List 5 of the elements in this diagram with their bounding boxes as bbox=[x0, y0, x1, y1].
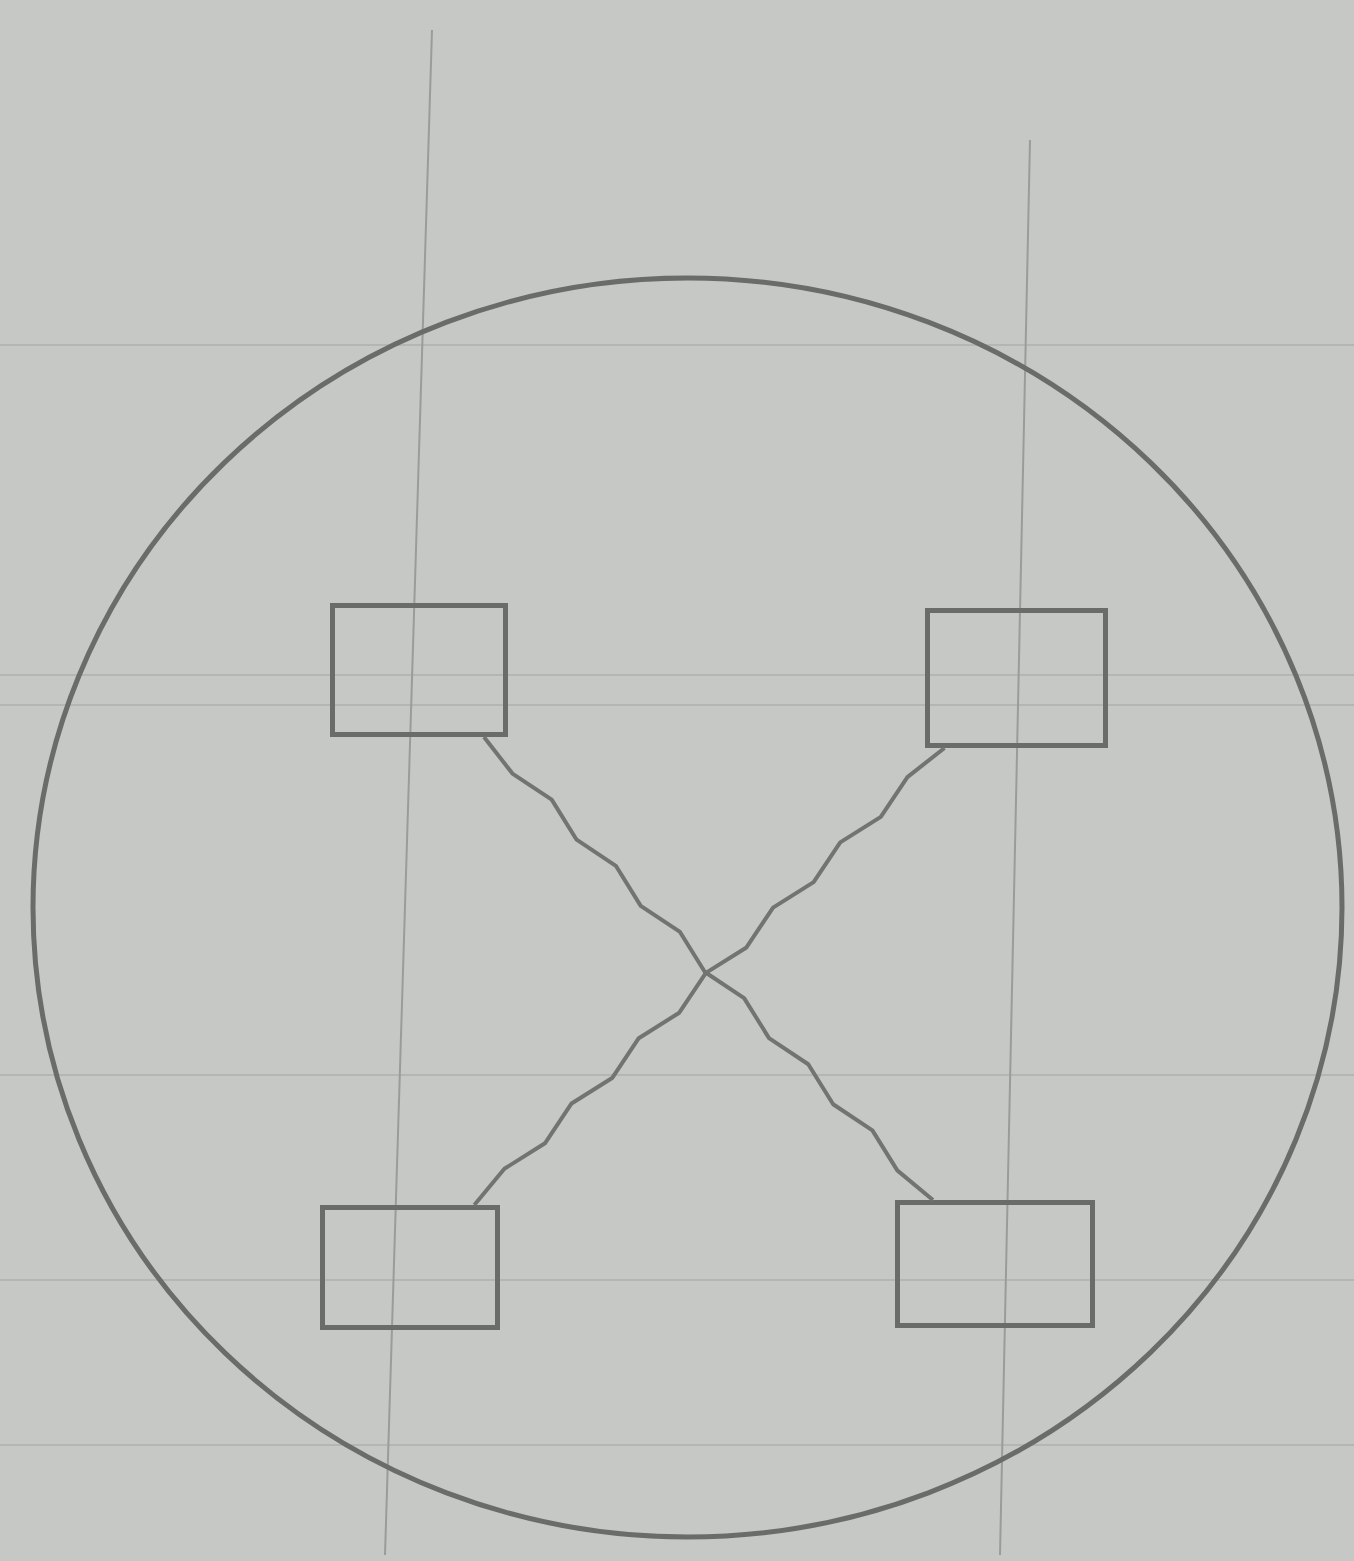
rectangle-box bbox=[925, 608, 1108, 748]
circle-outline bbox=[30, 275, 1345, 1540]
rectangle-box bbox=[320, 1205, 500, 1330]
rectangle-box bbox=[330, 603, 508, 737]
rectangle-box bbox=[895, 1200, 1095, 1328]
